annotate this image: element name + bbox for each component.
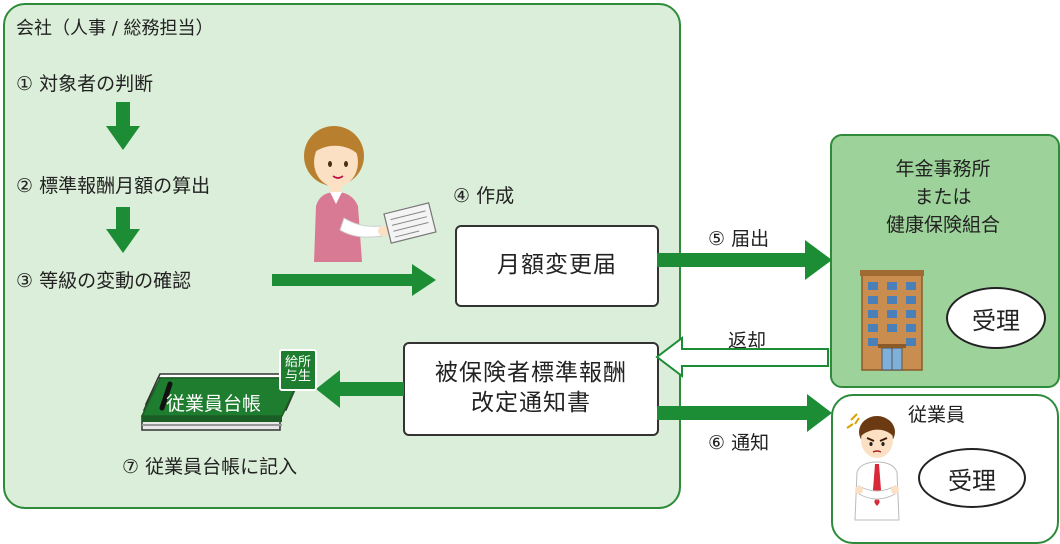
- office-building-icon: [860, 270, 924, 371]
- employee-received-label: 受理: [948, 466, 996, 495]
- return-label: 返却: [728, 330, 767, 352]
- agency-received-label: 受理: [972, 306, 1020, 335]
- monthly-change-form-label: 月額変更届: [497, 252, 617, 279]
- create-label: ④ 作成: [453, 185, 515, 207]
- revision-notice-line2: 改定通知書: [471, 390, 591, 416]
- revision-notice-line1: 被保険者標準報酬: [435, 360, 627, 387]
- notify-label: ⑥ 通知: [708, 432, 770, 454]
- ledger-label: 従業員台帳: [166, 393, 262, 415]
- record-step: ⑦ 従業員台帳に記入: [122, 456, 298, 478]
- step-grade-check: ③ 等級の変動の確認: [16, 270, 192, 292]
- arrow-step2-to-step3: [106, 207, 140, 253]
- arrow-to-ledger: [316, 370, 404, 408]
- revision-notice: 被保険者標準報酬 改定通知書: [403, 342, 659, 436]
- stamp-line1: 給所: [284, 355, 311, 371]
- hr-staff-illustration: [304, 126, 437, 262]
- employee-title: 従業員: [908, 404, 966, 426]
- agency-line1: 年金事務所: [895, 158, 991, 180]
- agency-received-ellipse: 受理: [946, 287, 1046, 349]
- step-judge: ① 対象者の判断: [16, 73, 154, 95]
- company-title: 会社（人事 / 総務担当）: [16, 18, 214, 39]
- agency-line3: 健康保険組合: [885, 214, 1000, 236]
- submit-label: ⑤ 届出: [708, 228, 770, 250]
- agency-line2: または: [914, 186, 972, 208]
- ledger-book: [140, 373, 302, 431]
- arrow-submit: [657, 240, 832, 280]
- arrow-to-form: [272, 264, 436, 296]
- arrow-return: [655, 335, 829, 379]
- payroll-stamp: 給所 与生: [279, 349, 317, 391]
- employee-illustration: [846, 413, 900, 521]
- stamp-line2: 与生: [284, 369, 311, 384]
- arrow-notify: [657, 394, 832, 432]
- monthly-change-form: 月額変更届: [455, 225, 659, 307]
- arrow-step1-to-step2: [106, 102, 140, 150]
- employee-received-ellipse: 受理: [918, 448, 1026, 508]
- step-calc: ② 標準報酬月額の算出: [16, 175, 211, 197]
